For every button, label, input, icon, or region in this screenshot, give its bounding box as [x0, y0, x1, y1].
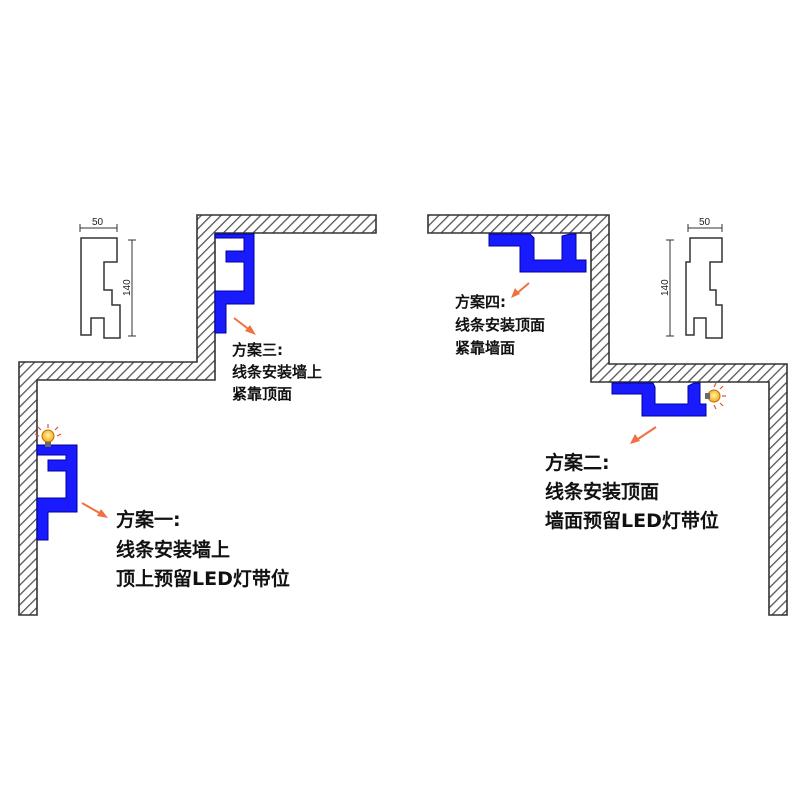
arrow-option1 [81, 502, 108, 518]
molding-option3 [214, 233, 255, 334]
molding-option4 [488, 233, 587, 273]
option1-line2: 顶上预留LED灯带位 [116, 567, 290, 590]
profile-left-height-label: 140 [122, 279, 133, 296]
profile-right-outline [685, 237, 723, 339]
option2-title: 方案二: [545, 451, 610, 474]
left-wall-hatched [18, 214, 377, 616]
left-wall-structure [18, 214, 377, 616]
option1-line1: 线条安装墙上 [116, 538, 230, 561]
option3-line2: 紧靠顶面 [232, 385, 292, 403]
option4-title: 方案四: [455, 293, 506, 311]
option2-line1: 线条安装顶面 [545, 480, 659, 503]
light-bulb-icon [34, 424, 62, 447]
option3-title: 方案三: [232, 341, 283, 359]
option4-line2: 紧靠墙面 [455, 339, 515, 357]
option4-label: 方案四: 线条安装顶面 紧靠墙面 [455, 293, 545, 357]
option2-label: 方案二: 线条安装顶面 墙面预留LED灯带位 [545, 451, 719, 532]
profile-left-outline [80, 237, 121, 339]
arrow-option2 [630, 426, 657, 444]
profile-right: 50 140 [660, 217, 723, 339]
profile-right-height-label: 140 [660, 279, 671, 296]
molding-option1 [36, 444, 78, 541]
light-bulb-icon [705, 382, 726, 410]
profile-right-width-label: 50 [699, 217, 711, 228]
arrow-option3 [233, 317, 256, 335]
right-wall-structure [427, 214, 788, 616]
molding-option2 [611, 382, 707, 417]
option3-line1: 线条安装墙上 [232, 363, 322, 381]
option2-line2: 墙面预留LED灯带位 [545, 509, 719, 532]
option1-label: 方案一: 线条安装墙上 顶上预留LED灯带位 [116, 508, 290, 590]
profile-left-width-label: 50 [92, 217, 104, 228]
arrow-option4 [511, 282, 530, 298]
option3-label: 方案三: 线条安装墙上 紧靠顶面 [232, 341, 322, 403]
profile-left: 50 140 [79, 217, 136, 339]
option1-title: 方案一: [116, 508, 181, 531]
option4-line1: 线条安装顶面 [455, 316, 545, 334]
right-wall-hatched [427, 214, 788, 616]
